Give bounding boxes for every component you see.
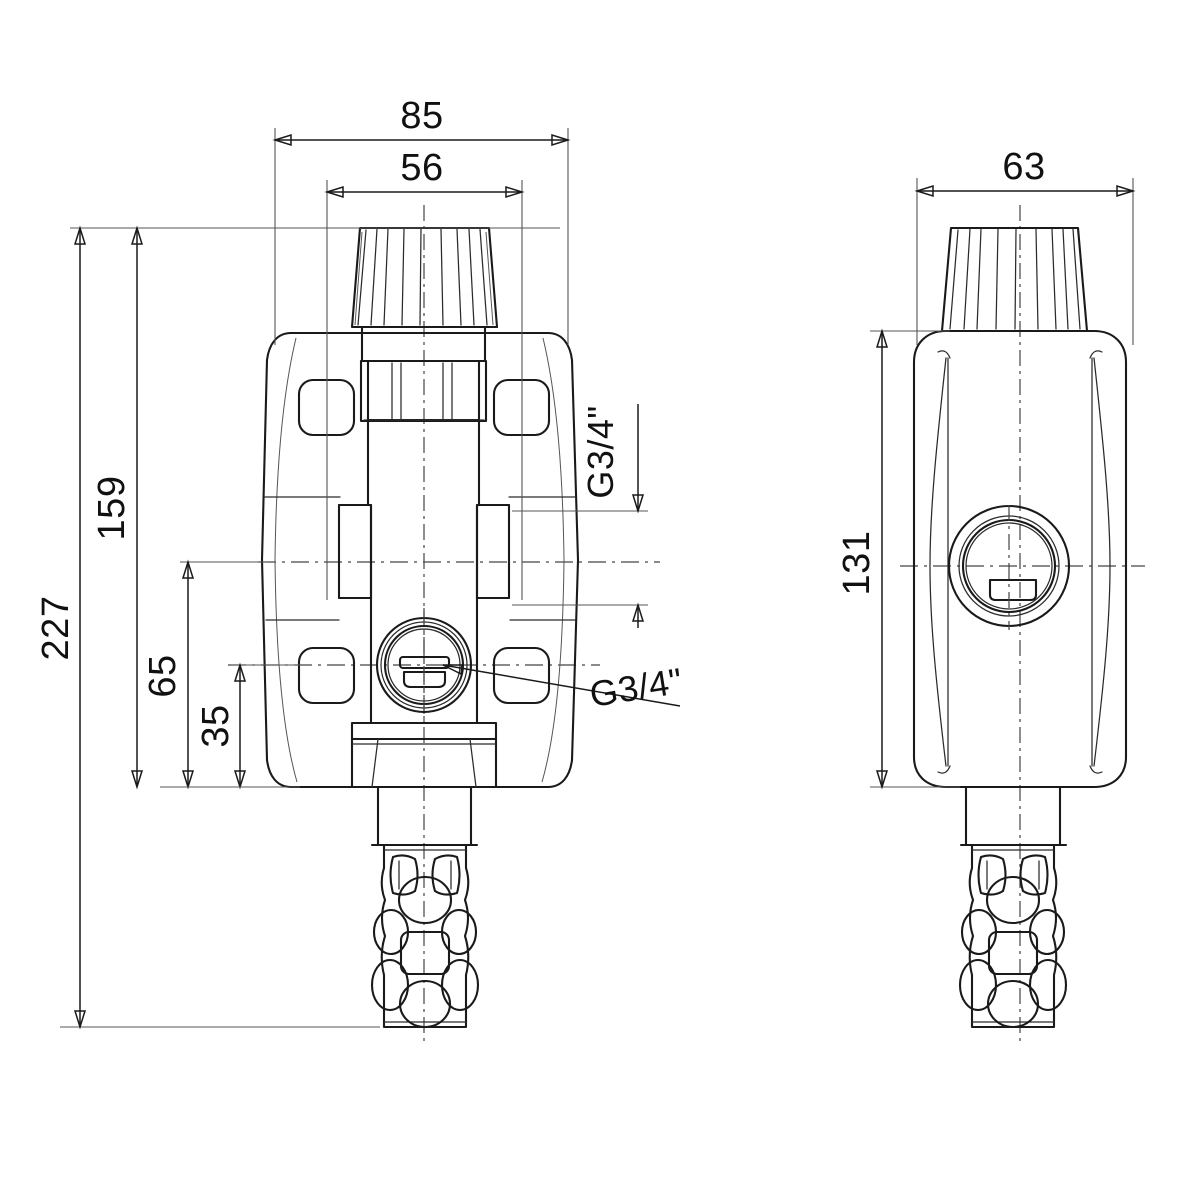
annotation-thread-upper: G3/4" (512, 404, 648, 628)
dim-label-85: 85 (400, 95, 443, 137)
dimension-width-56: 56 (324, 147, 525, 600)
front-view-outlet-port (375, 608, 473, 722)
dim-label-65: 65 (142, 654, 184, 697)
dim-label-159: 159 (91, 476, 133, 541)
dimension-width-63: 63 (914, 146, 1136, 345)
front-view-inlet-tube (337, 419, 511, 614)
thread-label-lower: G3/4" (587, 660, 686, 715)
front-view-collar (359, 325, 488, 423)
dim-label-131: 131 (836, 531, 878, 596)
dimension-height-65: 65 (142, 559, 268, 790)
dimension-height-35: 35 (195, 662, 300, 790)
dim-label-56: 56 (400, 147, 443, 189)
front-view-spray-head (370, 843, 480, 1029)
dimension-height-227: 227 (35, 225, 560, 1030)
side-view-handle-knob (940, 226, 1089, 333)
dimension-height-131: 131 (836, 328, 960, 790)
dimension-height-159: 159 (91, 225, 144, 790)
dim-label-63: 63 (1002, 146, 1045, 188)
front-view-centerlines (228, 205, 660, 1045)
dimension-width-85: 85 (272, 95, 571, 345)
front-view-body (260, 331, 580, 789)
dim-label-35: 35 (195, 704, 237, 747)
annotation-thread-lower: G3/4" (442, 660, 686, 715)
side-view-spray-head (958, 843, 1068, 1029)
front-view-hex-nut (350, 737, 498, 789)
side-view-outlet-port (947, 504, 1071, 630)
side-view-outlet-pipe (959, 785, 1068, 847)
thread-label-upper: G3/4" (580, 405, 621, 498)
side-view-body (912, 329, 1128, 789)
dim-label-227: 227 (35, 596, 77, 661)
